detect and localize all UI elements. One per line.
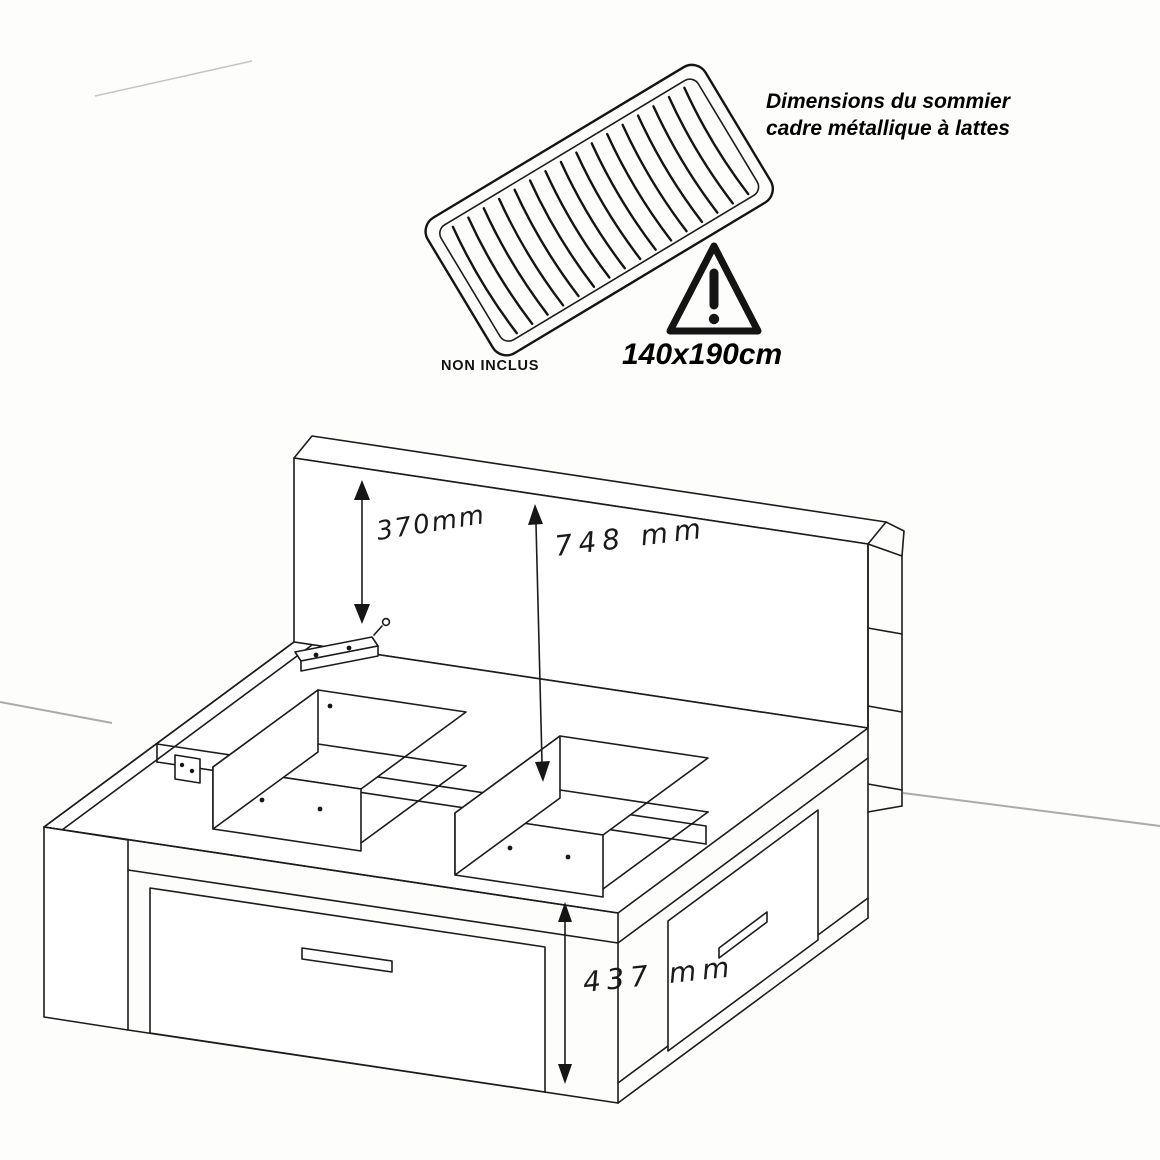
slats — [451, 86, 750, 335]
left-side-rail — [43, 641, 313, 831]
foot-drawer-handle — [301, 947, 393, 973]
dimension-arrow-748 — [528, 504, 550, 782]
diagram-title-line1: Dimensions du sommier — [766, 90, 1012, 113]
slatted-base-drawing — [424, 63, 774, 357]
headboard-shelf-unit — [867, 521, 905, 813]
diagram-title-line2: cadre métallique à lattes — [766, 117, 1010, 140]
not-included-label: NON INCLUS — [441, 358, 539, 374]
dimension-arrow-437 — [558, 902, 572, 1084]
dimension-arrow-370 — [354, 480, 370, 624]
drawer-box-right — [454, 735, 709, 898]
support-bracket — [294, 617, 391, 672]
base-size-label: 140x190cm — [622, 338, 782, 371]
bed-frame-drawing — [43, 435, 905, 1104]
foot-drawer-front — [43, 826, 619, 1104]
front-left-post — [43, 826, 129, 1031]
scan-artifact-lines — [0, 60, 1160, 827]
side-drawer-handle — [718, 911, 768, 959]
warning-triangle-icon — [666, 242, 762, 335]
drawer-box-left — [212, 689, 467, 852]
headboard-panel — [293, 435, 887, 729]
side-drawer-front — [617, 757, 869, 1104]
